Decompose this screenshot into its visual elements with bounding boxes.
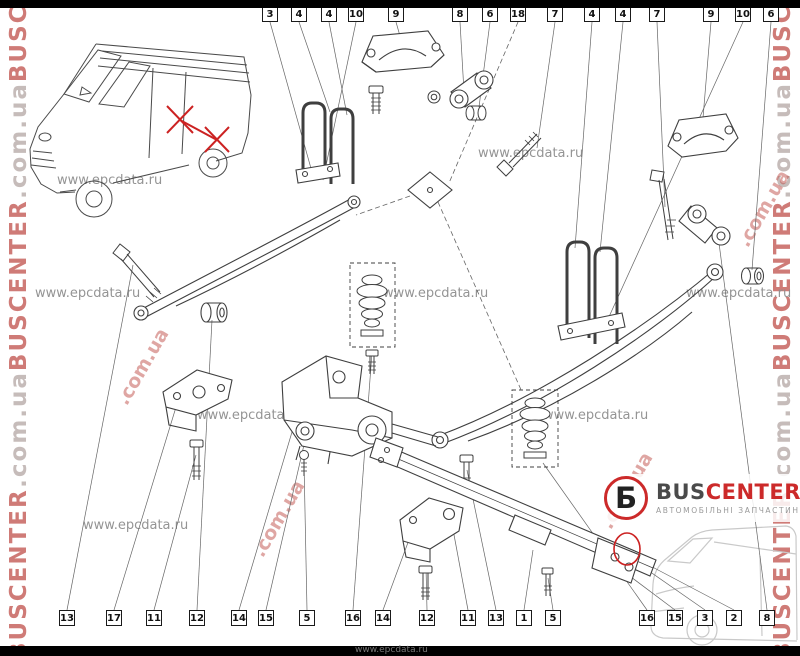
center-bracket-assembly xyxy=(281,355,439,465)
callout-13: 13 xyxy=(59,610,75,626)
body-bracket-front xyxy=(162,369,233,432)
bracket-bolt-rear xyxy=(418,565,433,600)
bottom-black-bar: www.epcdata.ru xyxy=(0,645,800,656)
highlight-circle xyxy=(613,532,641,566)
shock-mount-bracket xyxy=(591,537,641,584)
small-screw-rear xyxy=(541,567,554,596)
callout-5: 5 xyxy=(299,610,315,626)
callout-3: 3 xyxy=(697,610,713,626)
callout-11: 11 xyxy=(146,610,162,626)
bushing-front xyxy=(465,105,487,121)
buscenter-logo: Б BUSCENTER АВТОМОБІЛЬНІ ЗАПЧАСТИНИ xyxy=(600,474,800,522)
van-illustration xyxy=(29,43,252,218)
dashed-construction-lines xyxy=(355,21,523,393)
center-bolt-long xyxy=(496,131,542,177)
watermark-epcdata: www.epcdata.ru xyxy=(83,518,189,533)
callout-15: 15 xyxy=(258,610,274,626)
callout-1: 1 xyxy=(516,610,532,626)
buscenter-logo-mark: Б xyxy=(604,476,648,520)
callout-7: 7 xyxy=(547,6,563,22)
logo-monogram: Б xyxy=(614,481,638,515)
callout-18: 18 xyxy=(510,6,526,22)
leaf-spring-front xyxy=(133,195,361,321)
nut-top xyxy=(427,90,441,104)
van-location-marker xyxy=(166,105,230,153)
spring-hanger-bracket-top xyxy=(361,30,445,73)
long-bolt-rear xyxy=(649,169,676,241)
callout-8: 8 xyxy=(452,6,468,22)
callout-15: 15 xyxy=(667,610,683,626)
callout-8: 8 xyxy=(759,610,775,626)
logo-brand-center: CENTER xyxy=(705,479,800,504)
callout-3: 3 xyxy=(262,6,278,22)
logo-brand: BUSCENTER xyxy=(656,479,800,504)
bump-stop-screw-front xyxy=(365,349,379,374)
callout-5: 5 xyxy=(545,610,561,626)
logo-tagline: АВТОМОБІЛЬНІ ЗАПЧАСТИНИ xyxy=(656,505,800,515)
callout-12: 12 xyxy=(419,610,435,626)
watermark-epcdata: www.epcdata.ru xyxy=(383,286,489,301)
leader-lines xyxy=(66,21,772,611)
callout-10: 10 xyxy=(348,6,364,22)
callout-6: 6 xyxy=(763,6,779,22)
watermark-epcdata: www.epcdata.ru xyxy=(543,408,649,423)
logo-text: BUSCENTER АВТОМОБІЛЬНІ ЗАПЧАСТИНИ xyxy=(656,479,800,515)
callout-10: 10 xyxy=(735,6,751,22)
shackle-rear xyxy=(678,204,731,246)
callout-16: 16 xyxy=(639,610,655,626)
u-bolts-front xyxy=(295,101,355,184)
watermark-epcdata: www.epcdata.ru xyxy=(197,408,303,423)
small-screw-front xyxy=(299,450,309,476)
callout-17: 17 xyxy=(106,610,122,626)
callout-9: 9 xyxy=(388,6,404,22)
spring-hanger-bracket-rear xyxy=(667,113,739,158)
bump-stop-rear xyxy=(511,389,559,468)
top-black-bar xyxy=(0,0,800,8)
bottom-bar-watermark: www.epcdata.ru xyxy=(355,645,428,655)
callout-6: 6 xyxy=(482,6,498,22)
bracket-bolt-front xyxy=(189,439,204,480)
watermark-epcdata: www.epcdata.ru xyxy=(686,286,792,301)
bump-stop-front xyxy=(349,262,396,348)
callout-9: 9 xyxy=(703,6,719,22)
watermark-epcdata: www.epcdata.ru xyxy=(478,146,584,161)
callout-4: 4 xyxy=(321,6,337,22)
center-plate-diamond xyxy=(407,171,453,209)
shackle-front xyxy=(449,70,494,109)
watermark-epcdata: www.epcdata.ru xyxy=(35,286,141,301)
callout-4: 4 xyxy=(291,6,307,22)
bracket-screw-top xyxy=(368,85,384,114)
callout-16: 16 xyxy=(345,610,361,626)
logo-brand-bus: BUS xyxy=(656,479,706,504)
callout-12: 12 xyxy=(189,610,205,626)
callout-2: 2 xyxy=(726,610,742,626)
long-bolt-front xyxy=(112,243,162,303)
u-bolts-rear xyxy=(557,240,626,344)
callout-4: 4 xyxy=(615,6,631,22)
callout-13: 13 xyxy=(488,610,504,626)
callout-14: 14 xyxy=(375,610,391,626)
spring-bushing-front xyxy=(200,302,228,323)
bushing-rear xyxy=(741,267,764,285)
callout-14: 14 xyxy=(231,610,247,626)
body-bracket-rear xyxy=(399,497,464,563)
callout-11: 11 xyxy=(460,610,476,626)
callout-4: 4 xyxy=(584,6,600,22)
callout-7: 7 xyxy=(649,6,665,22)
